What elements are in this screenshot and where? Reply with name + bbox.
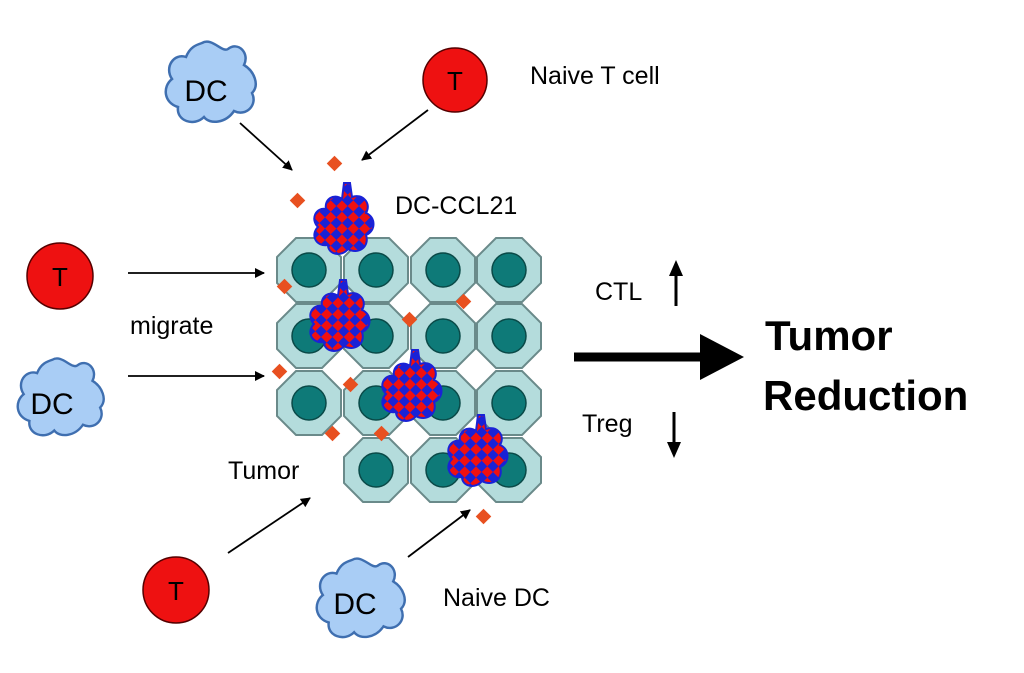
- tumor-cell: [343, 437, 409, 503]
- tumor-label: Tumor: [228, 457, 299, 485]
- t-label: T: [52, 262, 68, 292]
- chemokine-diamond: [475, 508, 492, 525]
- naive-t-cell-label: Naive T cell: [530, 62, 660, 90]
- tumor-cell: [410, 237, 476, 303]
- migration-arrows: [128, 109, 471, 558]
- t-cell-left: T: [26, 242, 94, 310]
- outcome-arrow: [574, 334, 744, 380]
- t-label: T: [447, 66, 463, 96]
- dc-label: DC: [30, 388, 73, 421]
- dc-label: DC: [333, 588, 376, 621]
- treg-label: Treg: [582, 410, 632, 438]
- arrow-t-top: [361, 109, 429, 161]
- t-label: T: [168, 576, 184, 606]
- dc-left: DC: [16, 357, 105, 437]
- tumor-cell: [276, 370, 342, 436]
- arrow-t-bottom: [227, 497, 311, 554]
- t-cell-top: T: [422, 47, 488, 113]
- tumor-cell: [476, 303, 542, 369]
- tumor-cell: [410, 303, 476, 369]
- tumor-cell: [476, 370, 542, 436]
- dc-ccl21-label: DC-CCL21: [395, 192, 517, 220]
- dc-bottom: DC: [315, 557, 406, 639]
- chemokine-diamond: [271, 363, 288, 380]
- tumor-cell: [476, 237, 542, 303]
- dc-label: DC: [184, 75, 227, 108]
- dc-top: DC: [164, 40, 257, 124]
- treg-down-arrow: [667, 412, 681, 458]
- outcome-label-line1: Tumor: [765, 312, 893, 359]
- arrow-dc-bottom: [407, 509, 471, 558]
- outcome-label-line2: Reduction: [763, 372, 968, 419]
- t-cell-bottom: T: [142, 556, 210, 624]
- chemokine-diamond: [289, 192, 306, 209]
- migrate-label: migrate: [130, 312, 213, 340]
- dc-ccl21-cell: [313, 182, 375, 255]
- ctl-label: CTL: [595, 278, 642, 306]
- chemokine-diamond: [326, 155, 343, 172]
- naive-dc-label: Naive DC: [443, 584, 550, 612]
- arrow-dc-top: [239, 122, 293, 171]
- ctl-up-arrow: [669, 260, 683, 306]
